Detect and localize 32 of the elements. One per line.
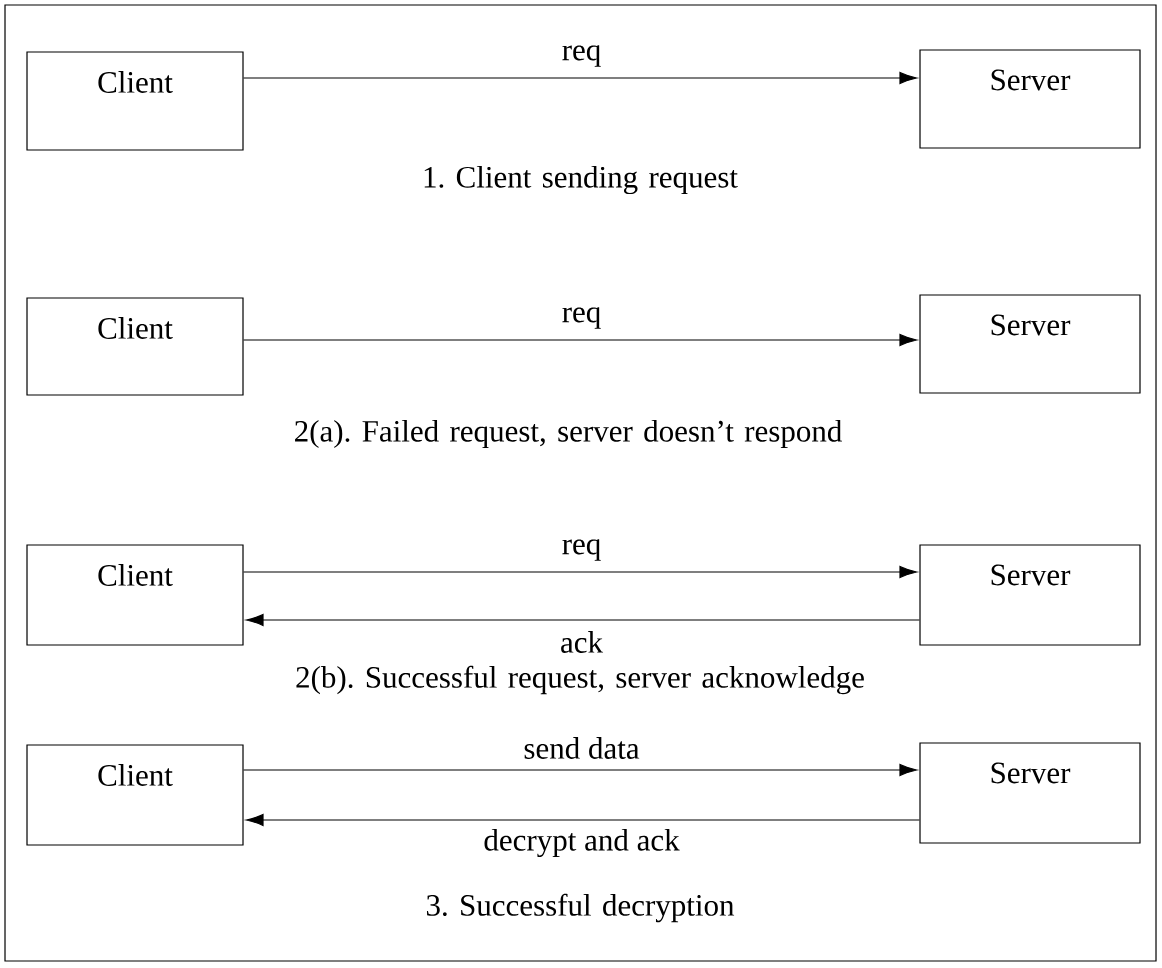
- arrow: [243, 565, 918, 579]
- caption: 3. Successful decryption: [426, 893, 735, 923]
- edge-label: req: [562, 45, 601, 67]
- caption: 1. Client sending request: [424, 165, 738, 195]
- edge-label: req: [562, 539, 601, 561]
- arrow: [243, 333, 918, 347]
- server-box: [919, 294, 1141, 394]
- arrow: [243, 763, 918, 777]
- arrow: [243, 71, 918, 85]
- box-label: Server: [991, 314, 1071, 336]
- caption: 2(b). Successful request, server acknowledge: [296, 665, 864, 695]
- box-label: Client: [98, 764, 173, 786]
- box-label: Server: [991, 762, 1071, 784]
- box-label: Server: [991, 564, 1071, 586]
- server-box: [919, 742, 1141, 844]
- box-label: Client: [98, 317, 173, 339]
- server-box: [919, 49, 1141, 149]
- box-label: Client: [98, 564, 173, 586]
- edge-label: decrypt and ack: [484, 828, 680, 858]
- server-box: [919, 544, 1141, 646]
- client-box: [26, 51, 244, 151]
- edge-label: req: [562, 307, 601, 329]
- caption: 2(a). Failed request, server doesn’t respond: [295, 419, 842, 449]
- box-label: Server: [991, 69, 1071, 91]
- arrow: [245, 813, 920, 827]
- client-box: [26, 544, 244, 646]
- box-label: Client: [98, 71, 173, 93]
- arrow: [245, 613, 920, 627]
- client-box: [26, 297, 244, 396]
- edge-label: send data: [524, 737, 640, 759]
- client-box: [26, 744, 244, 846]
- edge-label: ack: [561, 631, 604, 653]
